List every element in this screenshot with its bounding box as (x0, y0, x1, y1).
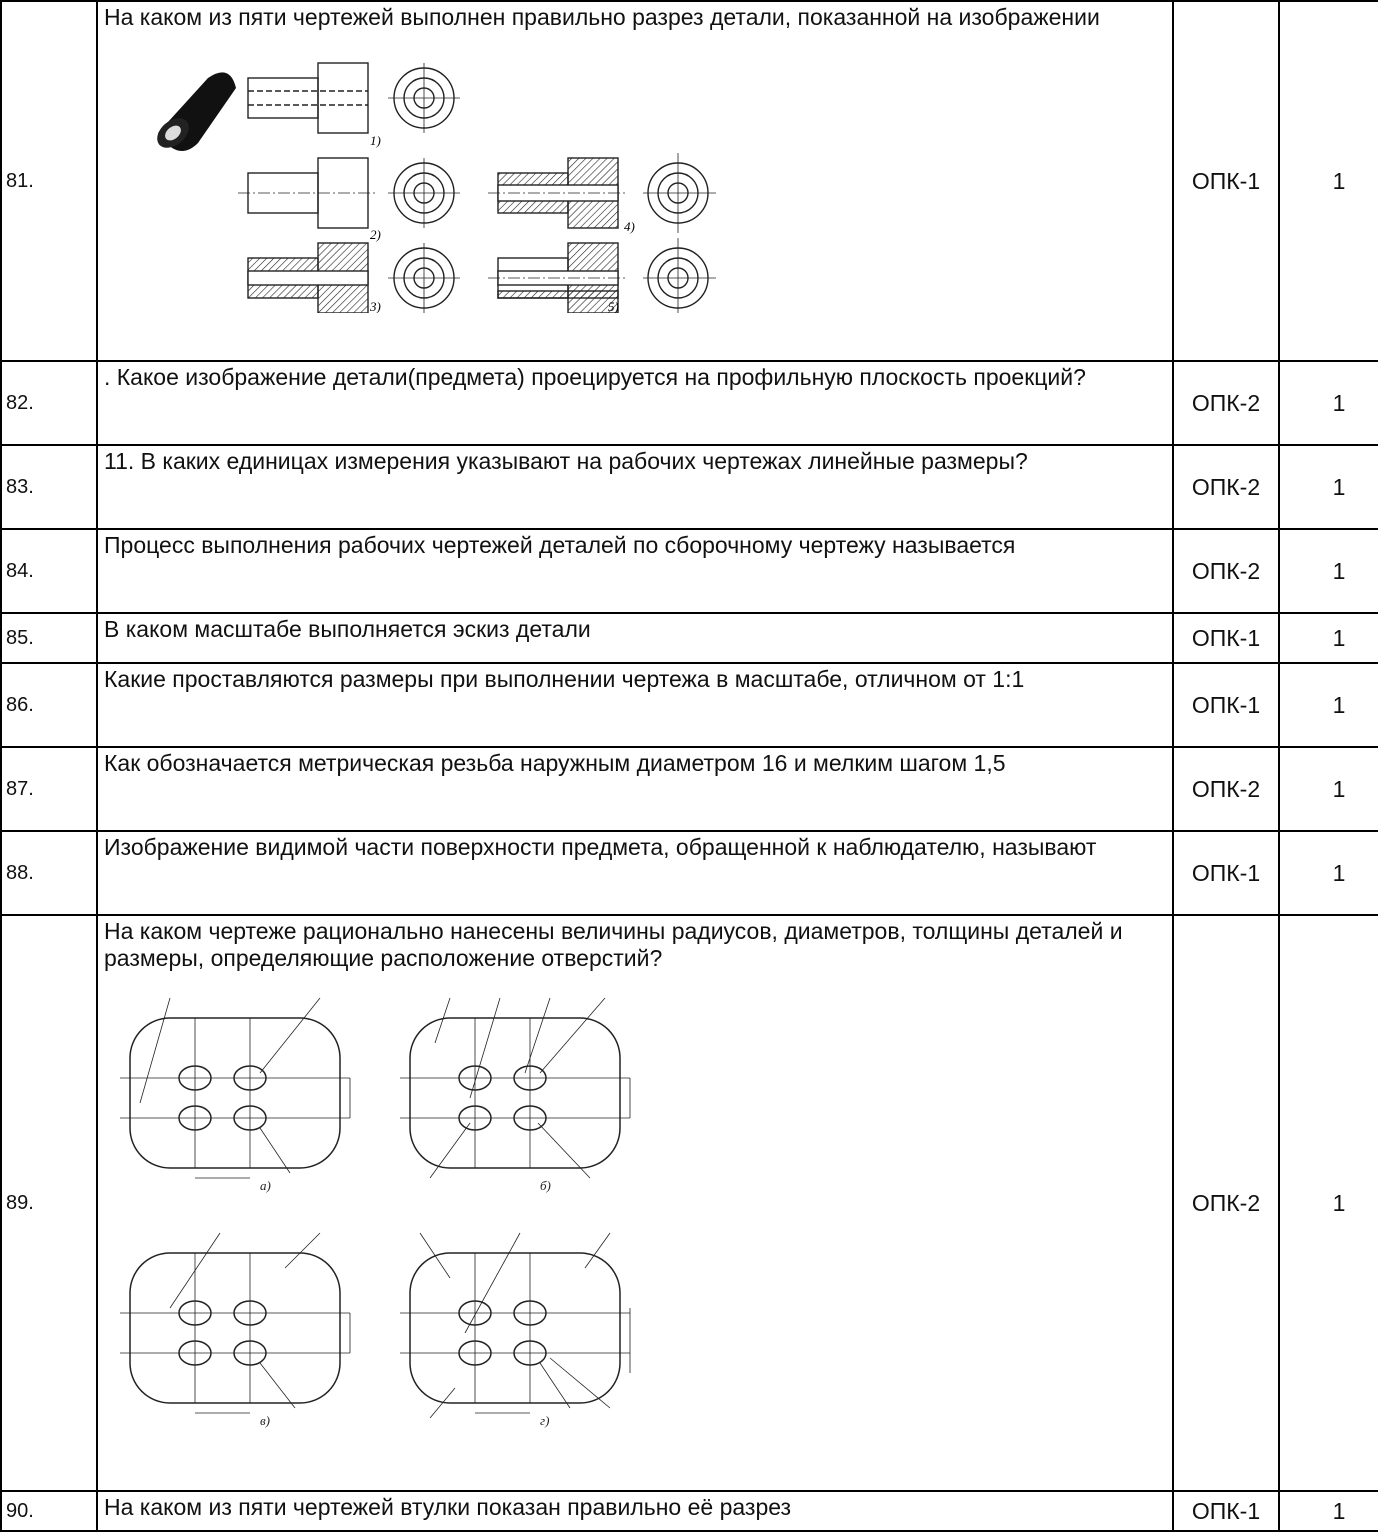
dimensioning-drawings-figure: а) б) в) г) (120, 997, 631, 1428)
table-row: 86. Какие проставляются размеры при выпо… (0, 662, 1378, 748)
competency-code: ОПК-2 (1172, 444, 1280, 530)
drawing-label-2: 2) (370, 227, 381, 242)
question-text: На каком из пяти чертежей втулки показан… (104, 1494, 792, 1520)
points: 1 (1278, 444, 1378, 530)
drawing-3 (247, 242, 460, 313)
table-row: 82. . Какое изображение детали(предмета)… (0, 360, 1378, 446)
question-text: 11. В каких единицах измерения указывают… (104, 448, 1028, 474)
part-isometric (157, 72, 236, 151)
points: 1 (1278, 0, 1378, 362)
question-text: Какие проставляются размеры при выполнен… (104, 666, 1025, 692)
row-number: 89. (0, 914, 98, 1492)
plate-b (400, 997, 631, 1179)
row-number: 83. (0, 444, 98, 530)
table-row: 90. На каком из пяти чертежей втулки пок… (0, 1490, 1378, 1532)
competency-code: ОПК-1 (1172, 830, 1280, 916)
question-text: Как обозначается метрическая резьба нару… (104, 750, 1006, 776)
question-cell: На каком из пяти чертежей выполнен прави… (96, 0, 1174, 362)
plate-a (120, 997, 351, 1179)
row-number: 86. (0, 662, 98, 748)
table-row: 85. В каком масштабе выполняется эскиз д… (0, 612, 1378, 664)
points: 1 (1278, 746, 1378, 832)
row-number: 84. (0, 528, 98, 614)
question-text: На каком из пяти чертежей выполнен прави… (104, 4, 1100, 30)
table-row: 83. 11. В каких единицах измерения указы… (0, 444, 1378, 530)
competency-code: ОПК-1 (1172, 612, 1280, 664)
row-number: 88. (0, 830, 98, 916)
row-number: 90. (0, 1490, 98, 1532)
drawing-label-4: 4) (624, 219, 635, 234)
question-text: В каком масштабе выполняется эскиз детал… (104, 616, 591, 642)
question-cell: На каком из пяти чертежей втулки показан… (96, 1490, 1174, 1532)
points: 1 (1278, 830, 1378, 916)
row-number: 87. (0, 746, 98, 832)
row-number: 85. (0, 612, 98, 664)
competency-code: ОПК-2 (1172, 528, 1280, 614)
question-cell: Процесс выполнения рабочих чертежей дета… (96, 528, 1174, 614)
question-text: Процесс выполнения рабочих чертежей дета… (104, 532, 1016, 558)
plate-label-v: в) (260, 1413, 270, 1428)
question-cell: Какие проставляются размеры при выполнен… (96, 662, 1174, 748)
question-text: На каком чертеже рационально нанесены ве… (104, 918, 1123, 971)
competency-code: ОПК-1 (1172, 1490, 1280, 1532)
drawing-1 (247, 62, 460, 134)
table-row: 89. На каком чертеже рационально нанесен… (0, 914, 1378, 1492)
plate-label-b: б) (540, 1178, 551, 1193)
drawing-label-5: 5) (608, 299, 619, 313)
points: 1 (1278, 360, 1378, 446)
question-cell: В каком масштабе выполняется эскиз детал… (96, 612, 1174, 664)
question-cell: Изображение видимой части поверхности пр… (96, 830, 1174, 916)
table-row: 84. Процесс выполнения рабочих чертежей … (0, 528, 1378, 614)
question-cell: . Какое изображение детали(предмета) про… (96, 360, 1174, 446)
drawing-5 (488, 238, 716, 313)
plate-label-a: а) (260, 1178, 271, 1193)
question-cell: На каком чертеже рационально нанесены ве… (96, 914, 1174, 1492)
question-cell: Как обозначается метрическая резьба нару… (96, 746, 1174, 832)
points: 1 (1278, 528, 1378, 614)
row-number: 82. (0, 360, 98, 446)
plate-v (120, 1232, 351, 1414)
section-drawings-figure: 1) 2) 3) (157, 62, 716, 313)
points: 1 (1278, 914, 1378, 1492)
table-row: 87. Как обозначается метрическая резьба … (0, 746, 1378, 832)
points: 1 (1278, 662, 1378, 748)
competency-code: ОПК-2 (1172, 914, 1280, 1492)
competency-code: ОПК-2 (1172, 360, 1280, 446)
table-row: 81. На каком из пяти чертежей выполнен п… (0, 0, 1378, 362)
competency-code: ОПК-1 (1172, 0, 1280, 362)
competency-code: ОПК-1 (1172, 662, 1280, 748)
points: 1 (1278, 1490, 1378, 1532)
competency-code: ОПК-2 (1172, 746, 1280, 832)
plate-g (400, 1232, 631, 1419)
row-number: 81. (0, 0, 98, 362)
drawing-2 (238, 157, 460, 229)
question-text: Изображение видимой части поверхности пр… (104, 834, 1097, 860)
drawing-4 (488, 153, 716, 233)
question-text: . Какое изображение детали(предмета) про… (104, 364, 1086, 390)
table-row: 88. Изображение видимой части поверхност… (0, 830, 1378, 916)
plate-label-g: г) (540, 1413, 549, 1428)
drawing-label-1: 1) (370, 133, 381, 148)
question-cell: 11. В каких единицах измерения указывают… (96, 444, 1174, 530)
points: 1 (1278, 612, 1378, 664)
drawing-label-3: 3) (369, 299, 381, 313)
